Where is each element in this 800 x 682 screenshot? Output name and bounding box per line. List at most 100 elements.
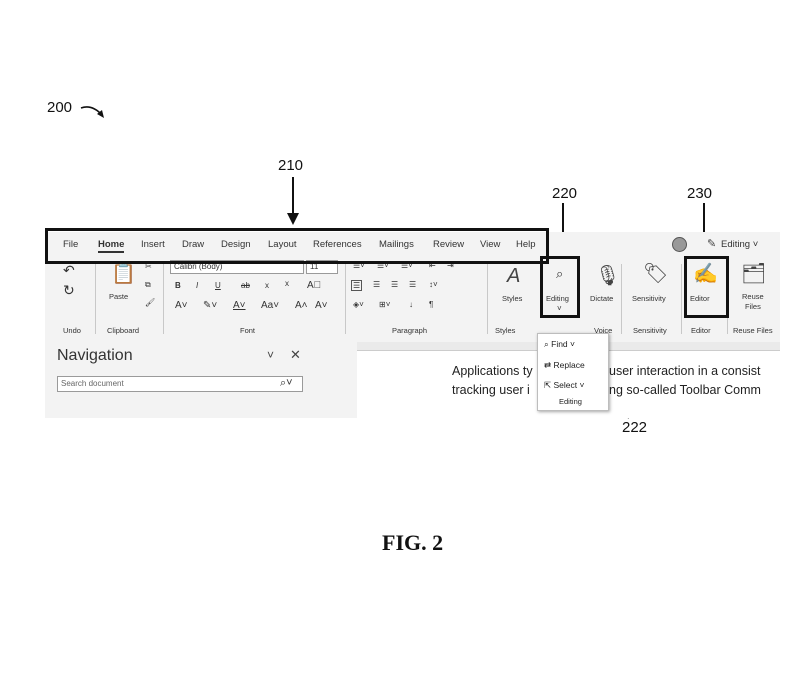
- tab-references[interactable]: References: [313, 239, 362, 250]
- tab-insert[interactable]: Insert: [141, 239, 165, 250]
- search-placeholder: Search document: [61, 379, 124, 388]
- underline-button[interactable]: U: [215, 281, 221, 290]
- font-name-value: Calibri (Body): [174, 262, 223, 271]
- divider: [621, 264, 622, 334]
- reuse-files-label-1[interactable]: Reuse: [742, 292, 764, 301]
- chevron-down-icon: ˅: [567, 339, 575, 349]
- tab-file[interactable]: File: [63, 239, 79, 250]
- user-avatar[interactable]: [672, 237, 687, 252]
- bold-button[interactable]: B: [175, 281, 181, 290]
- menu-item-select[interactable]: ⇱ Select ˅: [544, 380, 584, 391]
- home-ribbon: ↶ ↻ Undo 📋 Paste ✂ ⧉ 🖌 Clipboard Calibri…: [45, 258, 780, 343]
- group-label-editor: Editor: [691, 326, 711, 335]
- decrease-indent-icon[interactable]: ⇤: [429, 261, 436, 270]
- navigation-pane: Navigation ˅ ✕ Search document ⌕˅: [45, 342, 357, 418]
- ref-210: 210: [278, 157, 304, 174]
- group-label-styles: Styles: [495, 326, 516, 335]
- font-color-icon[interactable]: A˅: [233, 300, 246, 311]
- pencil-icon: ✎: [707, 238, 717, 250]
- clipboard-icon[interactable]: 📋: [111, 263, 136, 285]
- multilevel-list-icon[interactable]: ☰˅: [401, 261, 413, 270]
- clear-formatting-icon[interactable]: A⃠: [307, 280, 322, 291]
- text-effects-icon[interactable]: A˅: [175, 300, 188, 311]
- group-label-reuse-files: Reuse Files: [733, 326, 773, 335]
- divider: [345, 264, 346, 334]
- numbering-icon[interactable]: ☰˅: [377, 261, 389, 270]
- copy-icon[interactable]: ⧉: [145, 280, 151, 289]
- change-case-button[interactable]: Aa˅: [261, 300, 280, 311]
- find-label: Find: [551, 339, 568, 349]
- editing-mode-button[interactable]: Editing ˅: [721, 239, 758, 250]
- sensitivity-button[interactable]: Sensitivity: [632, 294, 666, 303]
- shading-icon[interactable]: ◈˅: [353, 300, 364, 309]
- tab-help[interactable]: Help: [516, 239, 536, 250]
- ref-222: 222: [622, 419, 648, 436]
- highlight-box-editing: [540, 256, 580, 318]
- show-marks-icon[interactable]: ¶: [429, 300, 434, 309]
- chevron-down-icon: ˅: [750, 239, 759, 250]
- tab-layout[interactable]: Layout: [268, 239, 297, 250]
- align-center-icon[interactable]: ☰: [373, 280, 381, 289]
- paste-button[interactable]: Paste: [109, 292, 129, 301]
- replace-icon: ⇄: [544, 360, 554, 370]
- group-label-undo: Undo: [63, 326, 81, 335]
- ref-220: 220: [552, 185, 578, 202]
- strikethrough-button[interactable]: ab: [241, 281, 250, 290]
- tab-review[interactable]: Review: [433, 239, 465, 250]
- highlight-icon[interactable]: ✎˅: [203, 300, 218, 311]
- divider: [163, 264, 164, 334]
- highlight-box-editor: [684, 256, 729, 318]
- document-text-line-1-left: Applications ty: [452, 364, 533, 378]
- document-text-line-1-right: user interaction in a consist: [609, 364, 761, 378]
- dictate-button[interactable]: Dictate: [590, 294, 614, 303]
- dropdown-footer-label: Editing: [559, 397, 582, 406]
- group-label-font: Font: [240, 326, 256, 335]
- editor-button[interactable]: Editor: [690, 294, 710, 303]
- grow-font-icon[interactable]: A˄: [295, 300, 308, 311]
- align-right-icon[interactable]: ☰: [391, 280, 399, 289]
- increase-indent-icon[interactable]: ⇥: [447, 261, 454, 270]
- justify-icon[interactable]: ☰: [409, 280, 417, 289]
- reuse-files-icon[interactable]: 🗂: [741, 263, 767, 285]
- bullets-icon[interactable]: ☰˅: [353, 261, 365, 270]
- format-painter-icon[interactable]: 🖌: [145, 298, 156, 307]
- ribbon-tab-bar: File Home Insert Draw Design Layout Refe…: [45, 232, 780, 258]
- sensitivity-icon[interactable]: 🏷: [643, 263, 669, 285]
- italic-button[interactable]: I: [196, 281, 199, 290]
- ref-210-arrow: [287, 177, 299, 225]
- group-label-clipboard: Clipboard: [107, 326, 140, 335]
- menu-item-replace[interactable]: ⇄ Replace: [544, 360, 585, 371]
- editor-pen-icon[interactable]: ✍: [693, 263, 718, 285]
- sort-icon[interactable]: ↓: [409, 300, 413, 309]
- replace-label: Replace: [553, 360, 585, 370]
- editing-button[interactable]: Editing: [546, 294, 569, 303]
- search-icon: ⌕˅: [280, 377, 293, 389]
- search-document-input[interactable]: Search document ⌕˅: [57, 376, 303, 392]
- tab-home[interactable]: Home: [98, 239, 125, 253]
- menu-item-find[interactable]: ⌕ Find ˅: [544, 339, 575, 350]
- tab-draw[interactable]: Draw: [182, 239, 205, 250]
- line-spacing-icon[interactable]: ↕˅: [429, 280, 438, 289]
- microphone-icon[interactable]: 🎙: [595, 265, 621, 287]
- highlight-box-tabs: [45, 228, 549, 264]
- editing-dropdown-menu: ⌕ Find ˅ ⇄ Replace ⇱ Select ˅ Editing: [537, 333, 609, 411]
- subscript-button[interactable]: x: [265, 281, 269, 290]
- styles-icon[interactable]: A: [507, 265, 521, 287]
- ref-200-arrow: [80, 106, 104, 118]
- redo-icon[interactable]: ↻: [63, 282, 75, 298]
- reuse-files-label-2[interactable]: Files: [745, 302, 761, 311]
- styles-button[interactable]: Styles: [502, 294, 523, 303]
- chevron-down-icon[interactable]: ˅: [267, 348, 275, 362]
- font-size-value: 11: [310, 262, 319, 271]
- borders-icon[interactable]: ⊞˅: [379, 300, 391, 309]
- tab-design[interactable]: Design: [221, 239, 251, 250]
- close-icon[interactable]: ✕: [290, 347, 301, 362]
- align-left-icon[interactable]: ☰: [351, 280, 363, 291]
- superscript-button[interactable]: x: [285, 279, 289, 288]
- tab-mailings[interactable]: Mailings: [379, 239, 414, 250]
- undo-icon[interactable]: ↶: [63, 262, 75, 278]
- document-text-line-2-left: tracking user i: [452, 383, 530, 397]
- shrink-font-icon[interactable]: A˅: [315, 300, 328, 311]
- cut-icon[interactable]: ✂: [145, 262, 152, 271]
- tab-view[interactable]: View: [480, 239, 501, 250]
